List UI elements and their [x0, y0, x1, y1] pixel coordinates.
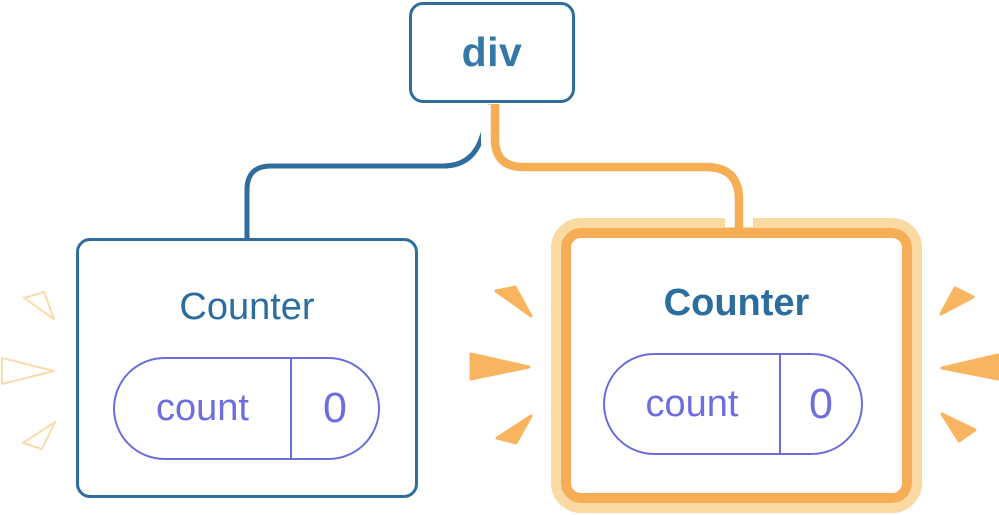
counter-card-right: Counter count 0: [561, 228, 912, 503]
counter-card-right-highlight: Counter count 0: [551, 218, 922, 513]
burst-icon-left-group: [1, 291, 56, 450]
state-pill-right: count 0: [603, 353, 863, 455]
burst-icon: [469, 352, 531, 381]
burst-icon: [22, 421, 56, 450]
edge-root-to-right: [490, 104, 744, 233]
edge-root-to-left: [244, 104, 494, 240]
root-node-label: div: [461, 29, 523, 75]
burst-icon: [940, 412, 977, 443]
counter-title-left: Counter: [179, 286, 315, 328]
state-key-left: count: [115, 359, 292, 458]
state-value-right: 0: [809, 379, 833, 428]
burst-icon: [23, 291, 55, 320]
burst-icon: [939, 286, 975, 316]
state-pill-left: count 0: [113, 357, 380, 460]
root-node-div: div: [409, 2, 575, 103]
burst-icon: [494, 285, 533, 318]
counter-card-left: Counter count 0: [76, 238, 418, 498]
burst-icon: [940, 353, 999, 381]
burst-icon-middle-group: [469, 285, 533, 445]
counter-title-right: Counter: [663, 282, 810, 324]
burst-icon: [495, 414, 533, 445]
burst-icon-right-group: [939, 286, 999, 443]
burst-icon: [1, 357, 55, 385]
edge-root-to-right-casing: [481, 105, 753, 227]
state-value-left: 0: [323, 384, 347, 432]
state-key-right: count: [605, 355, 781, 453]
